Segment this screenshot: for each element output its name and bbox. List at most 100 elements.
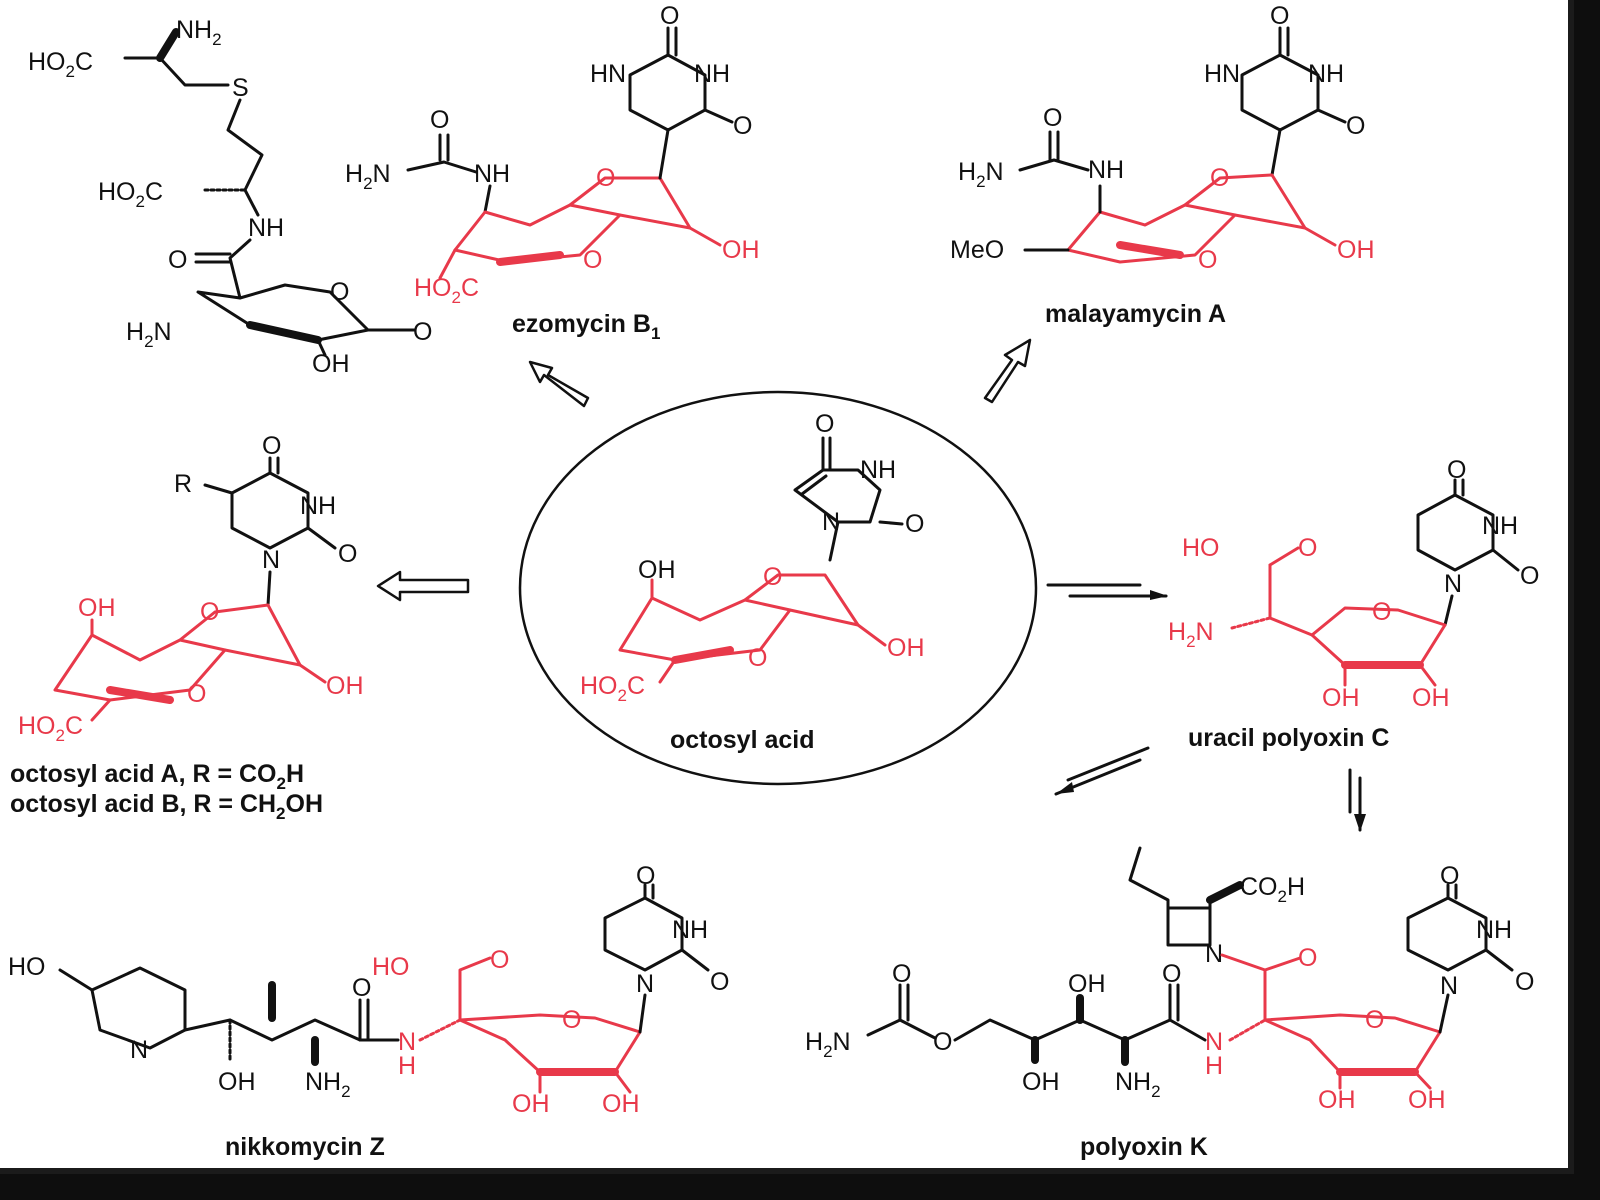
atom-OH: OH: [1322, 684, 1360, 712]
oh-bond: [316, 338, 327, 357]
atom-O: O: [1210, 164, 1229, 192]
urea-bond: [1018, 158, 1090, 172]
atom-O: O: [933, 1028, 952, 1056]
wedge-bond: [671, 646, 734, 664]
atom-O: O: [1440, 862, 1459, 890]
atom-NH2: NH2: [305, 1068, 351, 1101]
wedge-bond: [496, 251, 564, 266]
atom-HN: HN: [590, 60, 626, 88]
carbonyl-bond: [306, 526, 337, 550]
octosyl-sugar-ring: [53, 633, 227, 702]
atom-NH: NH: [1088, 156, 1124, 184]
atom-HO: HO: [1182, 534, 1220, 562]
atom-HO2C: HO2C: [98, 178, 163, 211]
atom-H2N: H2N: [345, 160, 391, 193]
ribose-ring: [458, 1013, 642, 1074]
atom-OH: OH: [1412, 684, 1450, 712]
atom-H2N: H2N: [958, 158, 1004, 191]
uracil-ring: [1406, 896, 1488, 972]
n-glycosidic-bond: [1443, 594, 1454, 627]
atom-O: O: [1270, 2, 1289, 30]
compound-name-octosyl-acid: octosyl acid: [670, 726, 815, 754]
atom-O: O: [1162, 960, 1181, 988]
atom-O: O: [1447, 456, 1466, 484]
atom-N: N: [822, 508, 840, 536]
carbonyl-bond: [1491, 548, 1520, 572]
atom-O: O: [905, 510, 924, 538]
atom-O: O: [413, 318, 432, 346]
atom-O: O: [763, 563, 782, 591]
atom-NH: NH: [694, 60, 730, 88]
c-glycosidic-bond: [658, 128, 670, 180]
atom-S: S: [232, 74, 249, 102]
amide-bond: [1220, 953, 1267, 972]
atom-N: N: [262, 546, 280, 574]
atom-OH: OH: [218, 1068, 256, 1096]
carbonyl-bond: [1316, 108, 1347, 124]
atom-H: H: [1205, 1052, 1223, 1080]
atom-NH: NH: [474, 160, 510, 188]
atom-OH: OH: [1068, 970, 1106, 998]
n-glycosidic-bond: [1438, 993, 1450, 1034]
octosyl-sugar-ring: [1183, 173, 1307, 230]
atom-OH: OH: [602, 1090, 640, 1118]
atom-O: O: [338, 540, 357, 568]
atom-HN: HN: [1204, 60, 1240, 88]
atom-OH: OH: [722, 236, 760, 264]
center-circle: [518, 390, 1038, 786]
compound-name-malayamycin: malayamycin A: [1045, 300, 1226, 328]
atom-O: O: [490, 946, 509, 974]
r-bond: [203, 483, 234, 495]
atom-NH: NH: [672, 916, 708, 944]
atom-O: O: [352, 974, 371, 1002]
atom-O: O: [1298, 534, 1317, 562]
side-chain-bond: [458, 956, 492, 1022]
atom-H2N: H2N: [805, 1028, 851, 1061]
atom-O: O: [636, 862, 655, 890]
atom-OH: OH: [638, 556, 676, 584]
urea-bond: [406, 160, 478, 174]
atom-OH: OH: [512, 1090, 550, 1118]
nikkomycin-z: HO N OH NH2 O N H HO O O OH OH N O NH O: [8, 862, 729, 1161]
oh-bond: [1413, 1070, 1432, 1090]
octosyl-sugar-ring: [618, 596, 792, 662]
wedge-bond: [106, 686, 174, 704]
forward-arrow-line: [1066, 746, 1150, 782]
atom-HO2C: HO2C: [18, 712, 83, 745]
atom-O: O: [892, 960, 911, 988]
atom-NH: NH: [1476, 916, 1512, 944]
atom-H: H: [398, 1052, 416, 1080]
atom-O: O: [1365, 1006, 1384, 1034]
oh-bond: [298, 663, 327, 684]
hollow-arrow-to-malayamycin: [983, 338, 1032, 404]
atom-HO: HO: [8, 953, 46, 981]
atom-O: O: [430, 106, 449, 134]
atom-O: O: [1298, 944, 1317, 972]
oh-bond: [613, 1070, 632, 1094]
hashed-bond: [1230, 616, 1272, 630]
atom-OH: OH: [1408, 1086, 1446, 1114]
atom-O: O: [748, 644, 767, 672]
uracil-ring: [603, 896, 684, 972]
carbonyl-bond: [878, 520, 904, 526]
wedge-bond: [1116, 241, 1184, 259]
hashed-bond: [1228, 1018, 1267, 1042]
atom-O: O: [187, 680, 206, 708]
compound-name-uracil-polyoxin-c: uracil polyoxin C: [1188, 724, 1389, 752]
atom-O: O: [262, 432, 281, 460]
atom-OH: OH: [78, 594, 116, 622]
atom-HO2C: HO2C: [414, 274, 479, 307]
compound-name-polyoxin-k: polyoxin K: [1080, 1133, 1208, 1161]
carbonyl-bond: [1484, 948, 1514, 972]
octosyl-sugar-ring: [568, 176, 692, 230]
atom-NH: NH: [860, 456, 896, 484]
atom-O: O: [1198, 246, 1217, 274]
arrow-head: [1354, 814, 1366, 832]
atom-HO2C: HO2C: [28, 48, 93, 81]
c-glycosidic-bond: [1270, 128, 1282, 177]
atom-OH: OH: [1337, 236, 1375, 264]
atom-MeO: MeO: [950, 236, 1004, 264]
wedge-bond: [246, 321, 322, 344]
ribose-ring: [1263, 1013, 1442, 1074]
atom-HO: HO: [372, 953, 410, 981]
